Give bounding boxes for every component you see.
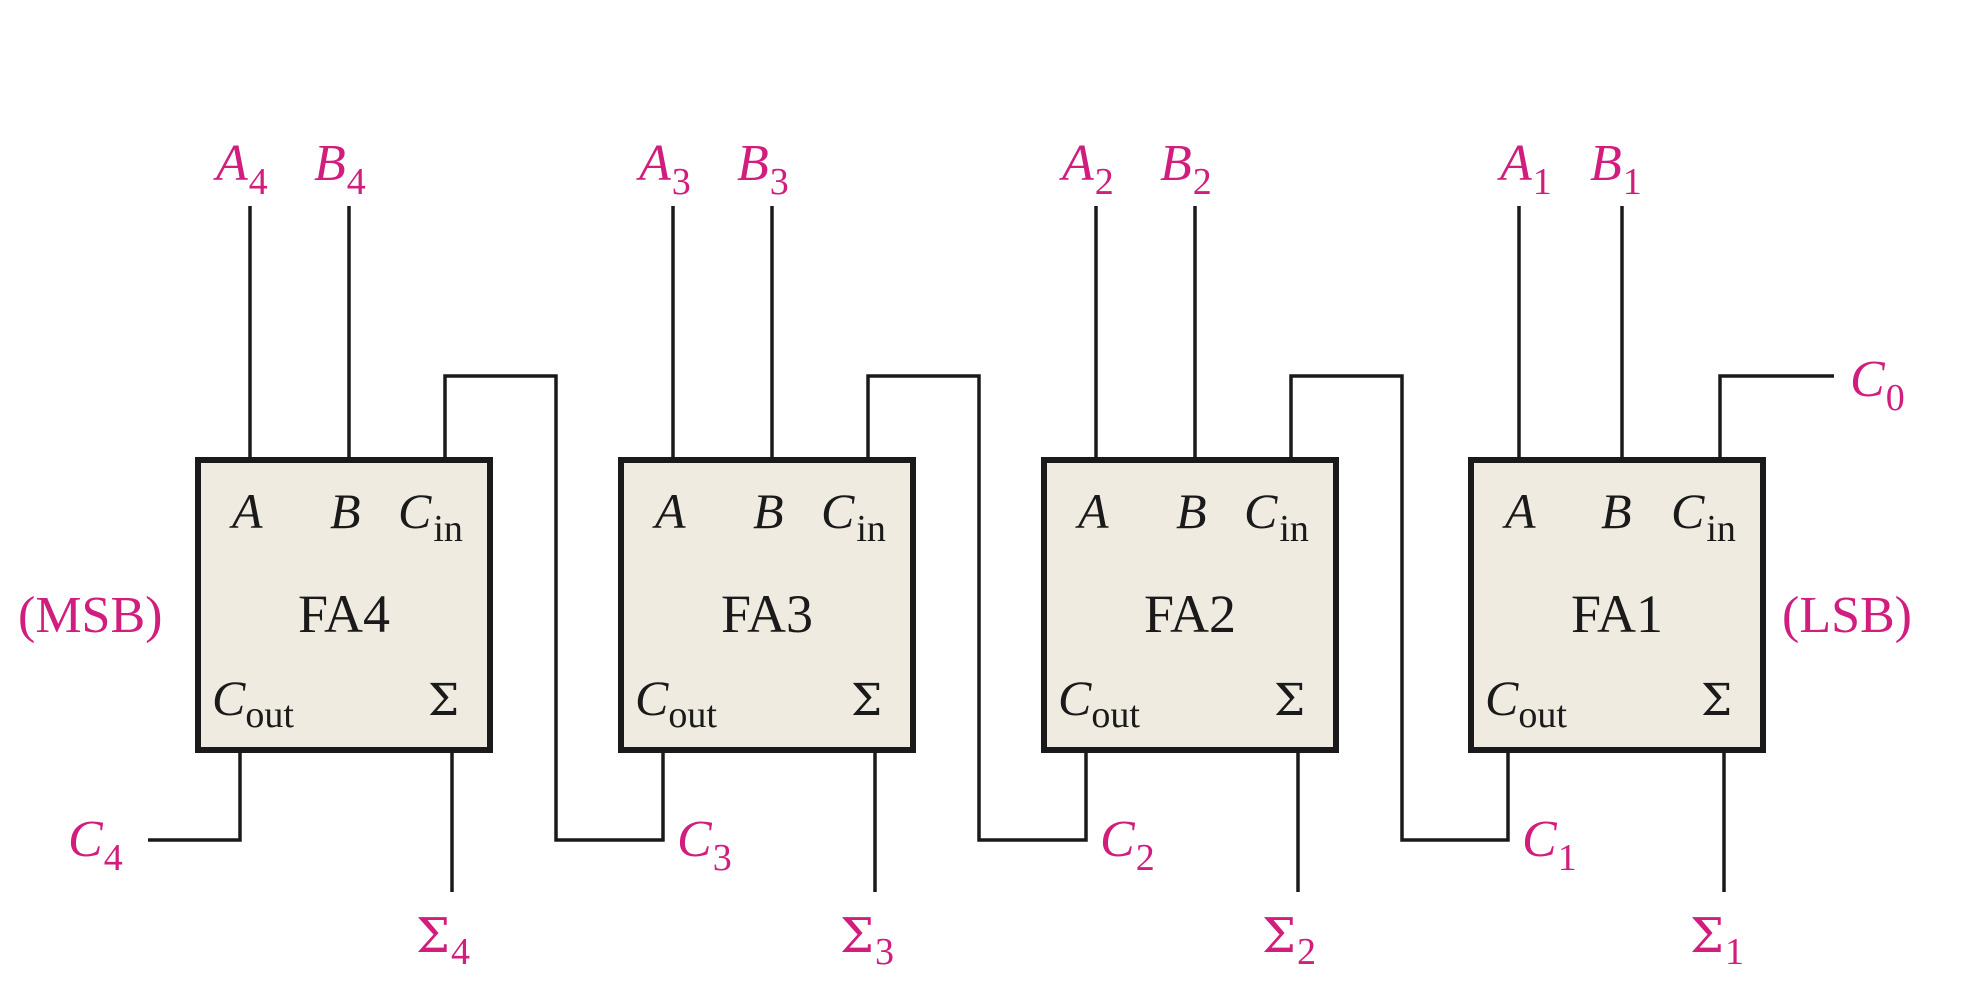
full-adder-fa2: A B Cin FA2 Cout Σ (1041, 457, 1339, 753)
c2-wire (866, 374, 1088, 842)
fa3-pin-cin: Cin (821, 483, 886, 550)
sum-3-label: Σ3 (840, 908, 894, 973)
carry-c2-label: C2 (1100, 811, 1155, 879)
fa1-pin-a: A (1502, 483, 1536, 539)
carry-c3-label: C3 (677, 811, 732, 879)
full-adder-fa3: A B Cin FA3 Cout Σ (618, 457, 916, 753)
c0-wire (1718, 374, 1834, 460)
input-a3-label: A3 (636, 135, 691, 203)
wires (148, 206, 1834, 892)
msb-label: (MSB) (18, 587, 162, 644)
input-a4-label: A4 (213, 135, 268, 203)
fa3-label: FA3 (721, 584, 813, 644)
input-labels: A4 B4 A3 B3 A2 B2 A1 B1 (213, 135, 1642, 203)
lsb-label: (LSB) (1782, 587, 1912, 644)
fa1-pin-cin: Cin (1671, 483, 1736, 550)
c4-wire (148, 750, 242, 842)
fa1-label: FA1 (1571, 584, 1663, 644)
input-b4-label: B4 (314, 135, 366, 203)
sum-1-label: Σ1 (1690, 908, 1744, 973)
fa2-pin-sum: Σ (1274, 675, 1305, 726)
fa2-pin-b: B (1176, 483, 1207, 539)
fa1-pin-b: B (1601, 483, 1632, 539)
fa3-block (618, 457, 916, 753)
full-adder-fa1: A B Cin FA1 Cout Σ (1468, 457, 1766, 753)
fa4-block (195, 457, 493, 753)
c1-wire (1289, 374, 1510, 842)
input-a2-label: A2 (1059, 135, 1114, 203)
fa4-pin-b: B (330, 483, 361, 539)
fa1-block (1468, 457, 1766, 753)
fa4-pin-cout: Cout (212, 670, 294, 736)
full-adder-fa4: A B Cin FA4 Cout Σ (195, 457, 493, 753)
fa4-label: FA4 (298, 584, 390, 644)
input-a1-label: A1 (1497, 135, 1552, 203)
fa2-pin-cout: Cout (1058, 670, 1140, 736)
sum-2-label: Σ2 (1262, 908, 1316, 973)
sum-4-label: Σ4 (416, 908, 470, 973)
input-b1-label: B1 (1590, 135, 1642, 203)
fa3-pin-sum: Σ (851, 675, 882, 726)
input-b3-label: B3 (737, 135, 789, 203)
fa3-pin-cout: Cout (635, 670, 717, 736)
fa4-pin-cin: Cin (398, 483, 463, 550)
fa3-pin-a: A (652, 483, 686, 539)
fa2-block (1041, 457, 1339, 753)
fa2-pin-a: A (1075, 483, 1109, 539)
fa3-pin-b: B (753, 483, 784, 539)
fa4-pin-sum: Σ (428, 675, 459, 726)
carry-c0-label: C0 (1850, 351, 1905, 419)
carry-labels: C0 C1 C2 C3 C4 (68, 351, 1905, 879)
fa4-pin-a: A (229, 483, 263, 539)
fa2-pin-cin: Cin (1244, 483, 1309, 550)
carry-c4-label: C4 (68, 811, 123, 879)
c3-wire (443, 374, 665, 842)
carry-c1-label: C1 (1522, 811, 1577, 879)
sum-labels: Σ4 Σ3 Σ2 Σ1 (416, 908, 1744, 973)
fa1-pin-sum: Σ (1701, 675, 1732, 726)
fa2-label: FA2 (1144, 584, 1236, 644)
fa1-pin-cout: Cout (1485, 670, 1567, 736)
input-b2-label: B2 (1160, 135, 1212, 203)
